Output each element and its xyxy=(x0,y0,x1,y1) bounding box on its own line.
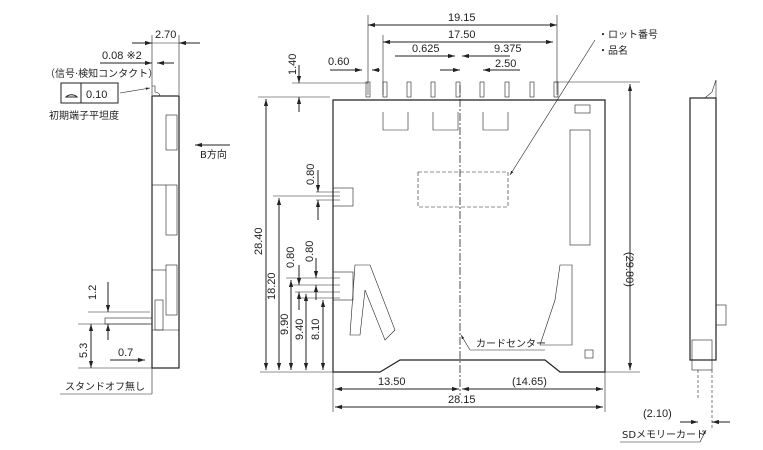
name-label: ・品名 xyxy=(598,44,628,57)
dim-17-50: 17.50 xyxy=(448,29,476,41)
lot-label: ・ロット番号 xyxy=(598,29,658,41)
dim-2-50: 2.50 xyxy=(495,58,516,70)
dim-0-80-b: 0.80 xyxy=(285,247,297,268)
flatness-value: 0.10 xyxy=(86,89,107,101)
dim-0-60: 0.60 xyxy=(328,56,349,68)
dim-19-15: 19.15 xyxy=(448,12,476,24)
flatness-box: 0.10 xyxy=(60,82,119,104)
dim-9-375: 9.375 xyxy=(494,43,522,55)
dim-13-50: 13.50 xyxy=(378,376,406,388)
card-center-label: カードセンター xyxy=(476,338,546,350)
dim-2-70: 2.70 xyxy=(155,29,176,41)
dim-14-65: (14.65) xyxy=(512,376,547,388)
dim-5-3: 5.3 xyxy=(78,343,90,358)
dim-9-90: 9.90 xyxy=(279,314,291,335)
dim-9-40: 9.40 xyxy=(294,319,306,340)
dim-0-08: 0.08 ※2 xyxy=(102,50,142,62)
contact-note: （信号·検知コンタクト） xyxy=(45,67,158,80)
dim-18-20: 18.20 xyxy=(266,272,278,300)
dim-2-10: (2.10) xyxy=(643,408,672,420)
card-label: SDメモリーカード xyxy=(622,429,706,441)
direction-label: B方向 xyxy=(200,148,227,161)
dim-28-15: 28.15 xyxy=(448,394,476,406)
dim-1-2: 1.2 xyxy=(87,285,99,300)
side-view: 2.70 0.08 ※2 （信号·検知コンタクト） 0.10 初期端子平坦度 B… xyxy=(45,29,230,395)
dim-1-40: 1.40 xyxy=(287,54,299,75)
dim-28-40: 28.40 xyxy=(253,227,265,255)
dim-0-625: 0.625 xyxy=(412,43,440,55)
standoff-label: スタンドオフ無し xyxy=(65,380,145,393)
flatness-label: 初期端子平坦度 xyxy=(49,109,119,122)
dim-0-7: 0.7 xyxy=(118,347,133,359)
dim-8-10: 8.10 xyxy=(310,319,322,340)
dim-0-80-c: 0.80 xyxy=(304,241,316,262)
front-view: 19.15 17.50 0.625 9.375 2.50 0.60 1.40 xyxy=(253,12,658,412)
dim-0-80-a: 0.80 xyxy=(305,164,317,185)
profile-of-surface-icon xyxy=(64,94,79,98)
dim-29-80: (29.80) xyxy=(623,252,635,287)
right-view: (2.10) SDメモリーカード xyxy=(620,79,730,443)
